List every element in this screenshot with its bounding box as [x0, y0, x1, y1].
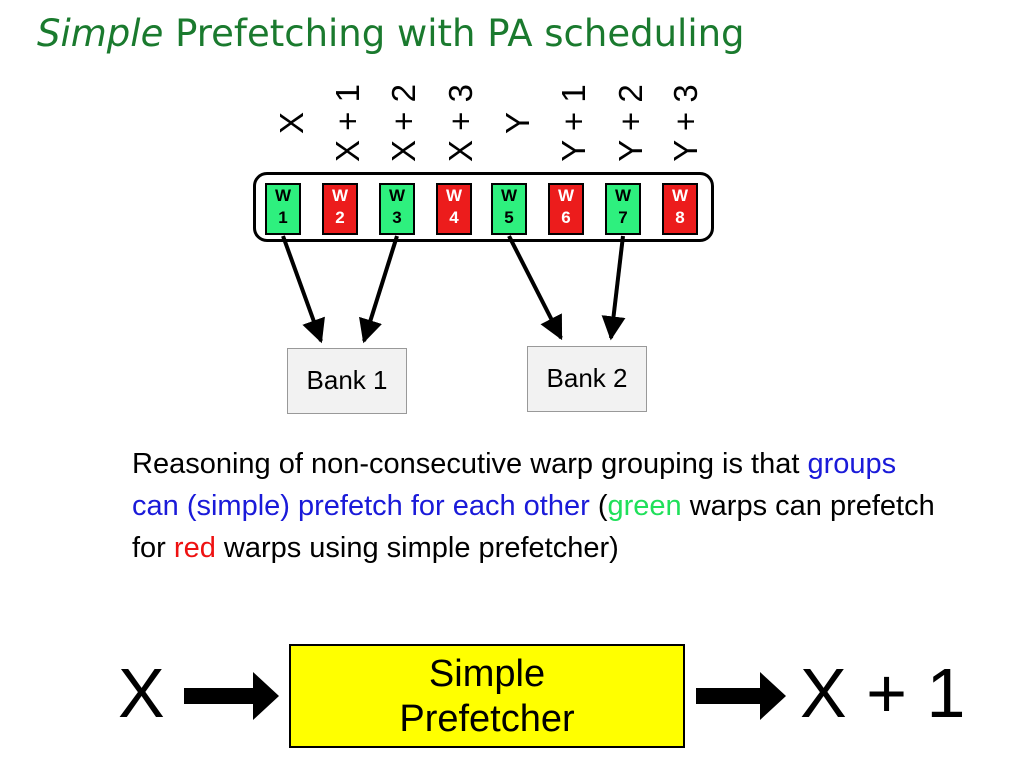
bank-1: Bank 1 [287, 348, 407, 414]
bank-2: Bank 2 [527, 346, 647, 412]
highlight-groups: groups can (simple) prefetch for each ot… [132, 448, 897, 522]
page-title: Simple Prefetching with PA scheduling [37, 12, 745, 55]
arrow-warp3-to-bank1 [359, 235, 399, 344]
warp-group-container [253, 172, 714, 242]
reasoning-text: Reasoning of non-consecutive warp groupi… [132, 448, 935, 564]
prefetch-input-label: X [118, 654, 165, 732]
highlight-green: green [607, 490, 682, 522]
title-italic: Simple [37, 12, 164, 55]
arrow-input-to-prefetcher [184, 672, 279, 720]
arrow-warp5-to-bank2 [507, 235, 563, 341]
arrow-prefetcher-to-output [696, 672, 786, 720]
arrow-warp1-to-bank1 [281, 235, 325, 344]
prefetch-output-label: X + 1 [800, 654, 966, 732]
title-rest: Prefetching with PA scheduling [163, 12, 745, 55]
arrow-warp7-to-bank2 [601, 235, 626, 341]
highlight-red: red [173, 532, 216, 564]
